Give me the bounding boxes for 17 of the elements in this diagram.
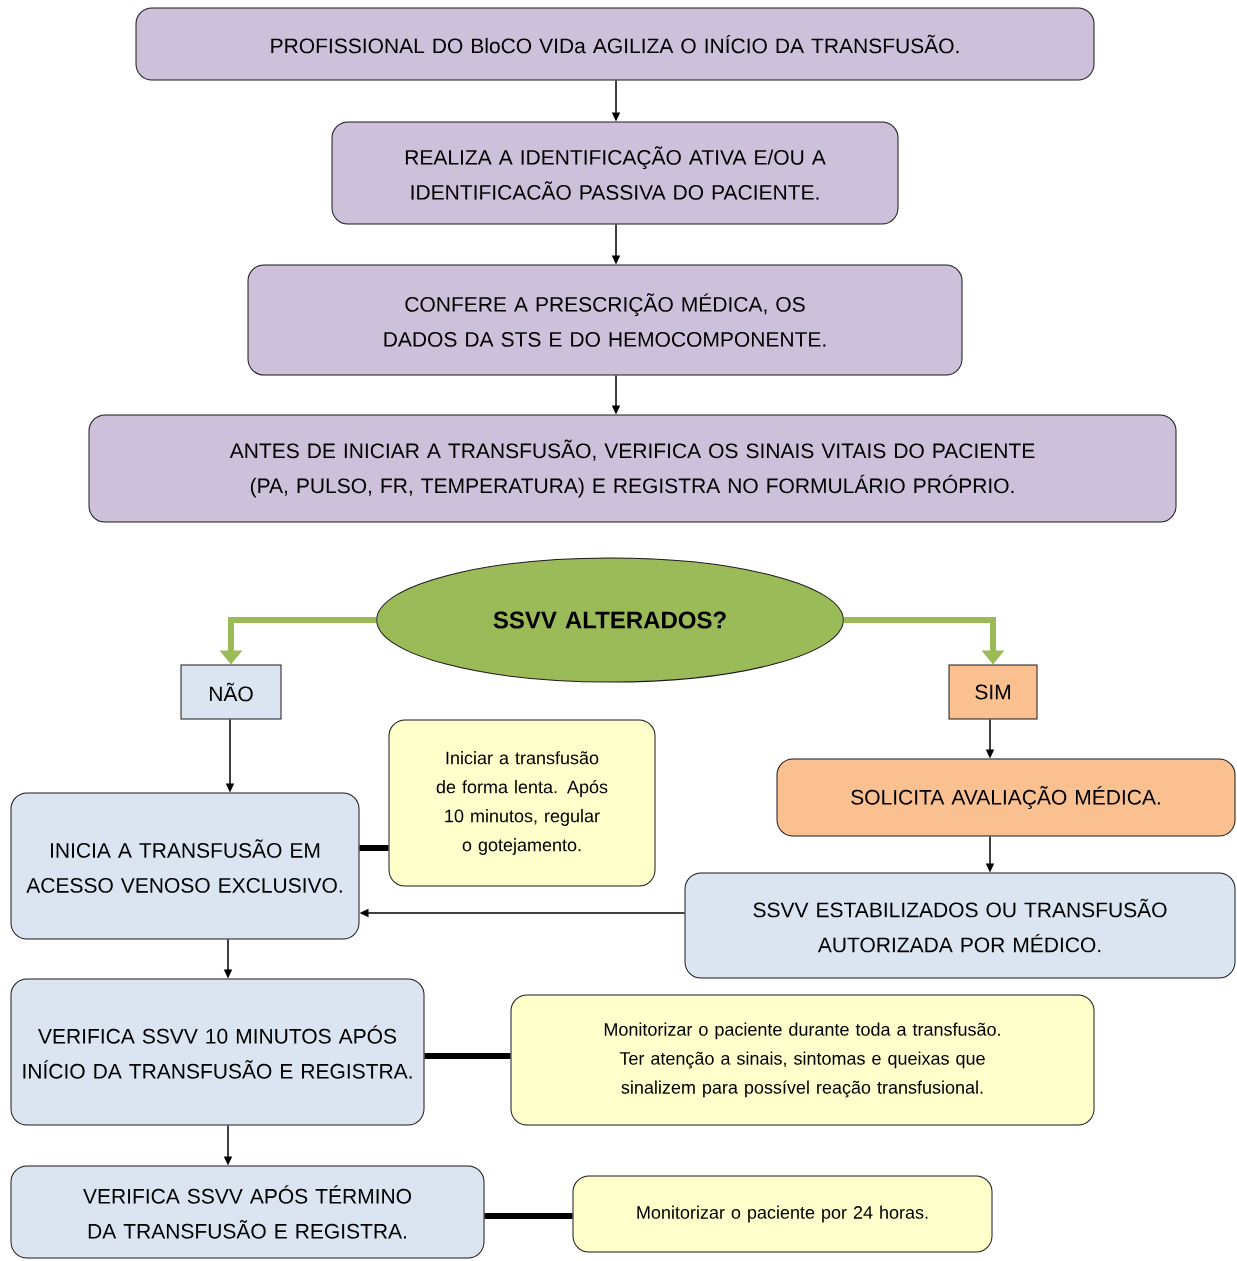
- answer-box: SIM: [948, 664, 1038, 720]
- note-box: Iniciar a transfusão de forma lenta. Após 10 minutos, regular o gotejamento.: [388, 719, 656, 887]
- process-box: INICIA A TRANSFUSÃO EM ACESSO VENOSO EXCLUSIVO.: [10, 792, 360, 940]
- process-box: CONFERE A PRESCRIÇÃO MÉDICA, OS DADOS DA STS E DO HEMOCOMPONENTE.: [247, 264, 963, 376]
- process-box: VERIFICA SSVV APÓS TÉRMINO DA TRANSFUSÃO E REGISTRA.: [10, 1165, 485, 1259]
- connector-line: [424, 1053, 511, 1059]
- process-box: SOLICITA AVALIAÇÃO MÉDICA.: [776, 758, 1236, 837]
- process-box: ANTES DE INICIAR A TRANSFUSÃO, VERIFICA OS SINAIS VITAIS DO PACIENTE (PA, PULSO, FR, TEMPERATURA) E REGISTRA NO FORMULÁRIO PRÓPRIO.: [88, 414, 1177, 523]
- process-box: PROFISSIONAL DO BloCO VIDa AGILIZA O INÍCIO DA TRANSFUSÃO.: [135, 7, 1095, 81]
- process-box: REALIZA A IDENTIFICAÇÃO ATIVA E/OU A IDENTIFICACÃO PASSIVA DO PACIENTE.: [331, 121, 899, 225]
- connector-line: [359, 845, 389, 851]
- process-box: SSVV ESTABILIZADOS OU TRANSFUSÃO AUTORIZADA POR MÉDICO.: [684, 872, 1236, 979]
- answer-box: NÃO: [180, 664, 282, 720]
- note-box: Monitorizar o paciente por 24 horas.: [572, 1175, 993, 1253]
- process-box: VERIFICA SSVV 10 MINUTOS APÓS INÍCIO DA TRANSFUSÃO E REGISTRA.: [10, 978, 425, 1126]
- connector-line: [484, 1213, 573, 1219]
- note-box: Monitorizar o paciente durante toda a transfusão. Ter atenção a sinais, sintomas e queixas que sinalizem para possível reação transfusional.: [510, 994, 1095, 1126]
